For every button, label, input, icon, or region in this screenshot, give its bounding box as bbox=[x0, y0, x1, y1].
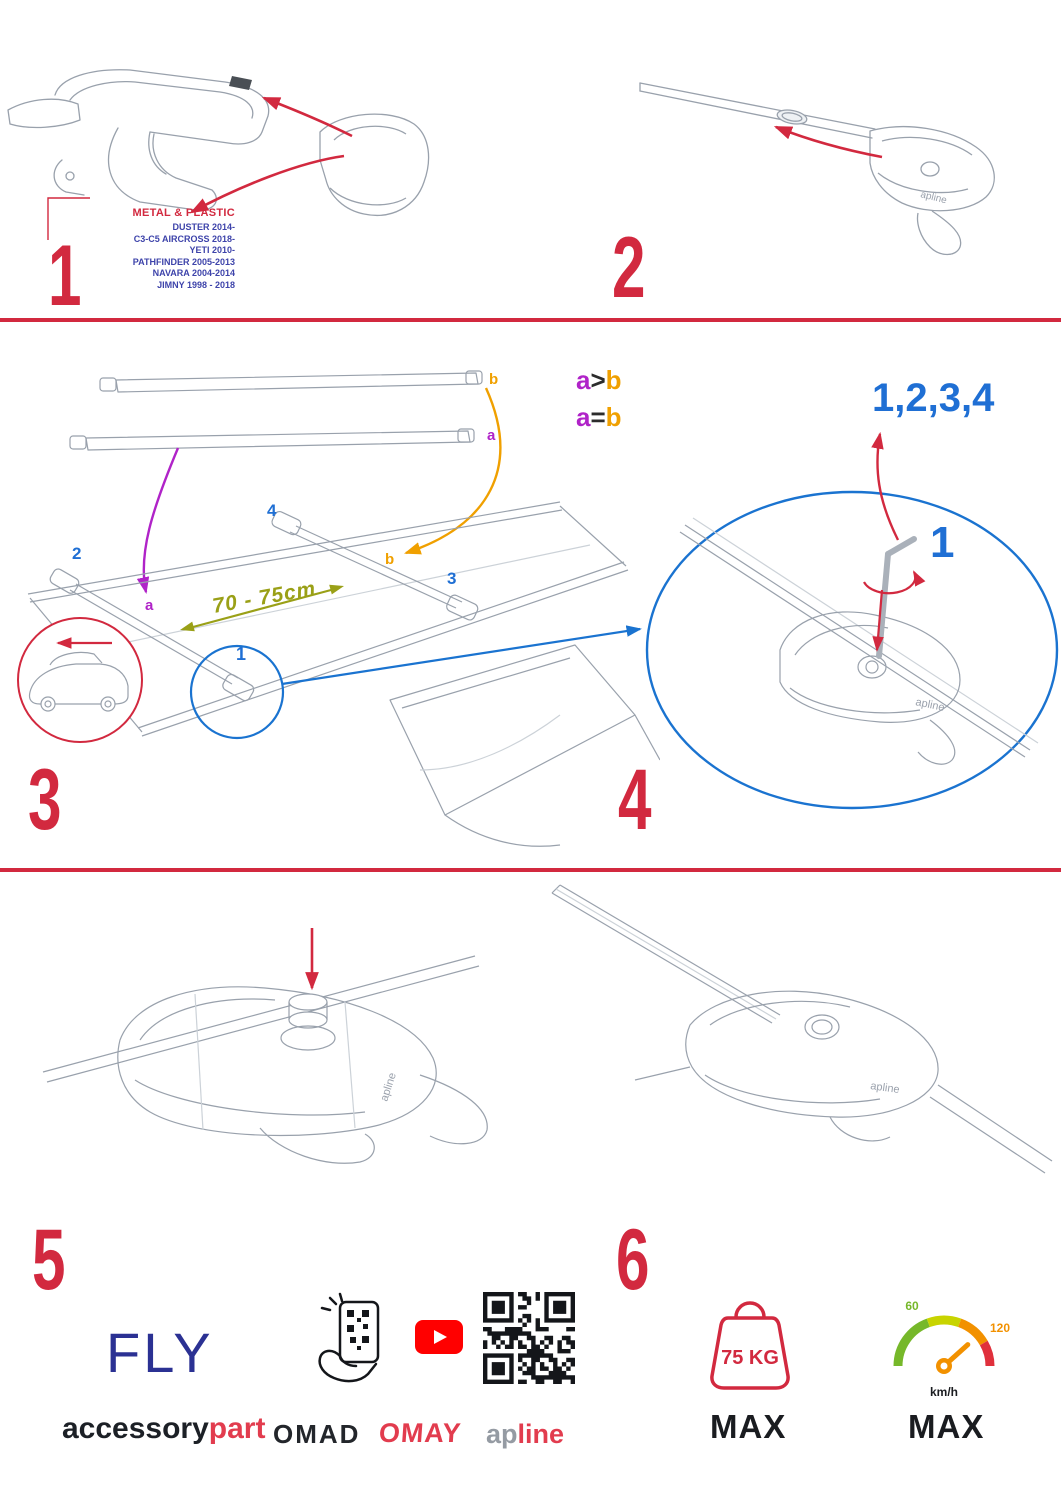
youtube-icon bbox=[415, 1320, 463, 1354]
brand-omay: OMAY bbox=[377, 1418, 463, 1448]
rail-outline bbox=[634, 1066, 1053, 1174]
legend-b: b bbox=[605, 365, 622, 395]
brand-line: line bbox=[517, 1419, 565, 1449]
zoom-circle bbox=[189, 644, 285, 740]
speed-high-text: 120 bbox=[990, 1321, 1010, 1335]
brand-omad: OMAD bbox=[273, 1419, 361, 1449]
distance-arrow bbox=[180, 584, 344, 632]
step4-number: 4 bbox=[618, 752, 652, 848]
crossbar-outline bbox=[639, 82, 876, 139]
point-b-label: b bbox=[385, 551, 395, 568]
legend-op: = bbox=[590, 402, 606, 432]
brand-accessorypart: accessorypart bbox=[62, 1412, 265, 1446]
curve-a bbox=[136, 447, 180, 595]
foot-3-label: 3 bbox=[447, 569, 457, 588]
legend-a: a bbox=[576, 365, 591, 395]
front-crossbar bbox=[49, 568, 255, 702]
brand-mark-text: apline bbox=[870, 1080, 901, 1096]
brand-ap: ap bbox=[486, 1419, 518, 1449]
car-direction-inset bbox=[17, 617, 143, 743]
model-item: C3-C5 AIRCROSS 2018- bbox=[133, 233, 235, 244]
step3-number: 3 bbox=[28, 752, 62, 848]
step6-assembled-drawing: apline bbox=[551, 884, 1053, 1174]
model-item: PATHFINDER 2005-2013 bbox=[132, 256, 235, 267]
speed-max-label: MAX bbox=[908, 1408, 985, 1445]
foot-1-label: 1 bbox=[236, 644, 247, 664]
windshield-outline bbox=[389, 644, 660, 847]
step2-number: 2 bbox=[612, 220, 646, 316]
point-a-label: a bbox=[145, 597, 154, 614]
brand-mark-text: apline bbox=[919, 189, 948, 206]
section-divider bbox=[0, 318, 1061, 322]
model-item: YETI 2010- bbox=[189, 245, 235, 255]
leader-line bbox=[47, 197, 90, 240]
step6-number: 6 bbox=[616, 1212, 650, 1308]
roof-rails bbox=[27, 501, 629, 737]
vehicle-model-list: DUSTER 2014- C3-C5 AIRCROSS 2018- YETI 2… bbox=[30, 222, 235, 291]
brand-part: part bbox=[208, 1412, 266, 1445]
cover-piece-outline bbox=[319, 113, 430, 216]
brand-apline: apline bbox=[486, 1419, 564, 1450]
brand-accessory: accessory bbox=[62, 1412, 209, 1445]
speedometer-icon: 60 120 km/h bbox=[893, 1299, 1010, 1399]
foot-body-outline bbox=[7, 69, 270, 211]
legend-a: a bbox=[576, 402, 591, 432]
assembly-arrows bbox=[189, 96, 353, 214]
step4-tighten-drawing: apline bbox=[645, 431, 1059, 810]
bar-length-legend: a>b a=b bbox=[576, 362, 622, 436]
tighten-sequence-label: 1,2,3,4 bbox=[872, 376, 995, 420]
legend-b: b bbox=[605, 402, 622, 432]
model-item: DUSTER 2014- bbox=[172, 222, 235, 232]
sequence-arrow bbox=[871, 431, 900, 541]
step5-number: 5 bbox=[32, 1212, 66, 1308]
material-label: METAL & PLASTIC bbox=[132, 207, 235, 219]
legend-op: > bbox=[590, 365, 606, 395]
qr-code bbox=[483, 1292, 575, 1384]
first-foot-label: 1 bbox=[930, 518, 955, 567]
foot-outline bbox=[117, 986, 488, 1164]
foot-4-label: 4 bbox=[267, 501, 277, 520]
zoom-connector-arrow bbox=[281, 625, 642, 686]
rear-crossbar bbox=[271, 510, 479, 621]
scan-qr-phone-icon bbox=[318, 1292, 380, 1383]
bar-b-label: b bbox=[489, 371, 499, 388]
step1-number: 1 bbox=[48, 228, 82, 324]
step3-roof-overview-drawing bbox=[17, 370, 660, 847]
insert-arrow bbox=[773, 125, 883, 159]
legend-row: a>b bbox=[576, 362, 622, 399]
legend-row: a=b bbox=[576, 399, 622, 436]
brand-mark-text: apline bbox=[914, 696, 945, 714]
weight-value-text: 75 KG bbox=[721, 1347, 779, 1369]
crossbar-b bbox=[99, 370, 483, 393]
zoom-ellipse bbox=[645, 490, 1059, 810]
step2-bar-insert-drawing: apline bbox=[639, 82, 995, 256]
crossbar-a bbox=[69, 428, 475, 451]
speed-unit-text: km/h bbox=[930, 1385, 958, 1399]
brand-mark-text: apline bbox=[378, 1071, 398, 1103]
rail-outline bbox=[679, 517, 1039, 758]
foot-outline bbox=[779, 611, 961, 765]
speed-min-text: 60 bbox=[905, 1299, 919, 1313]
crossbar-outline bbox=[551, 884, 781, 1024]
step1-foot-exploded-drawing bbox=[7, 69, 430, 240]
lock-knob bbox=[280, 993, 336, 1051]
max-weight-icon: 75 KG bbox=[710, 1301, 790, 1390]
model-item: JIMNY 1998 - 2018 bbox=[157, 279, 235, 290]
step5-cap-drawing: apline bbox=[42, 928, 488, 1164]
foot-outline bbox=[685, 990, 939, 1142]
foot-outline bbox=[869, 126, 995, 256]
press-arrow bbox=[872, 589, 884, 652]
rail-outline bbox=[42, 955, 480, 1083]
allen-key bbox=[876, 536, 917, 659]
weight-max-label: MAX bbox=[710, 1408, 787, 1445]
brand-fly: FLY bbox=[106, 1321, 214, 1384]
rotate-arrow bbox=[863, 570, 926, 595]
rubber-pad-detail bbox=[229, 76, 252, 90]
bar-a-label: a bbox=[487, 427, 496, 444]
foot-2-label: 2 bbox=[72, 544, 82, 563]
section-divider bbox=[0, 868, 1061, 872]
model-item: NAVARA 2004-2014 bbox=[152, 268, 235, 278]
curve-b bbox=[404, 387, 502, 555]
